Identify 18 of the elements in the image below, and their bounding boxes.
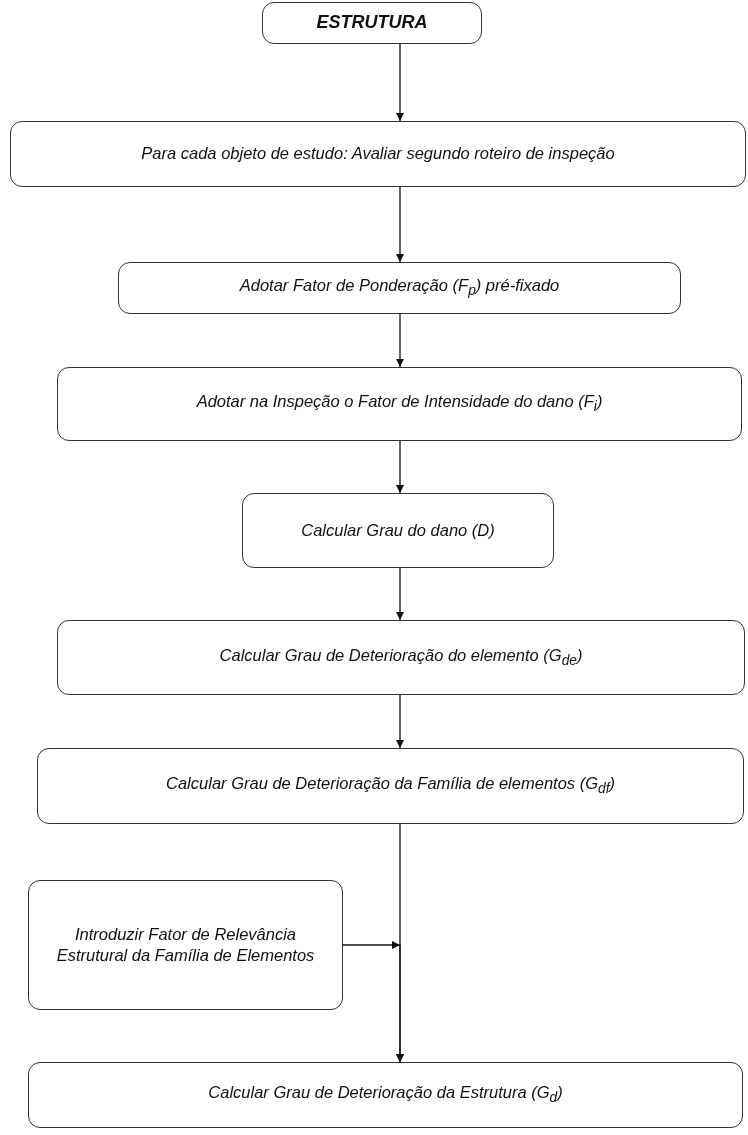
box-text: Calcular Grau de Deterioração do elemento (G$_{de}$)	[219, 644, 583, 671]
box-text: Para cada objeto de estudo: Avaliar segundo roteiro de inspeção	[141, 143, 615, 165]
box-text: ESTRUTURA	[316, 11, 428, 35]
box-text: Calcular Grau de Deterioração da Estrutura (G$_{d}$)	[208, 1082, 563, 1108]
box-text: Adotar Fator de Ponderação (F$_{p}$) pré-fixado	[239, 275, 560, 301]
box-text: Introduzir Fator de Relevância Estrutural da Família de Elementos	[55, 923, 316, 966]
box-text: Calcular Grau do dano (D)	[301, 519, 495, 541]
process-box	[37, 748, 744, 824]
process-box	[57, 620, 745, 695]
process-box	[28, 880, 343, 1010]
process-box	[57, 367, 742, 441]
start-box	[262, 2, 482, 44]
process-box	[118, 262, 681, 314]
box-text: Calcular Grau de Deterioração da Família de elementos (G$_{df}$)	[166, 773, 615, 799]
process-box	[28, 1062, 743, 1128]
process-box	[242, 493, 554, 568]
box-text: Adotar na Inspeção o Fator de Intensidade do dano (F$_{i}$)	[196, 391, 603, 417]
process-box	[10, 121, 746, 187]
